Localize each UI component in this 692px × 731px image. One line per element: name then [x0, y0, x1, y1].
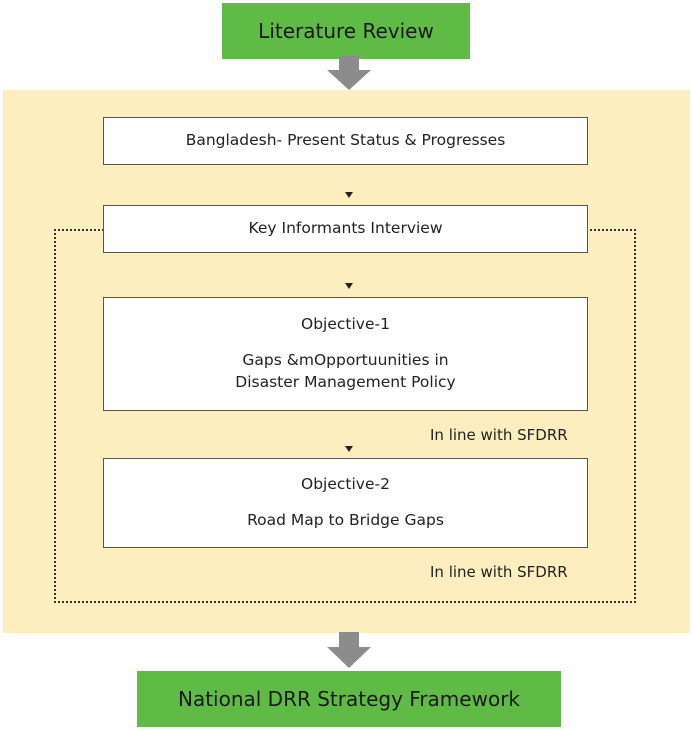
step-key-informants-label: Key Informants Interview: [248, 219, 443, 238]
arrowhead-2: [345, 283, 353, 289]
national-framework-box: National DRR Strategy Framework: [137, 671, 561, 727]
objective-2-line1: Road Map to Bridge Gaps: [247, 511, 444, 529]
national-framework-label: National DRR Strategy Framework: [177, 687, 520, 711]
arrowhead-1: [345, 192, 353, 198]
objective-1-box: Objective-1 Gaps &mOpportuunities in Dis…: [103, 297, 588, 411]
objective-2-title: Objective-2: [301, 475, 390, 494]
literature-review-box: Literature Review: [222, 3, 470, 59]
arrow-down-top: [327, 56, 371, 90]
note-sfdrr-2: In line with SFDRR: [430, 563, 568, 581]
objective-2-box: Objective-2 Road Map to Bridge Gaps: [103, 458, 588, 548]
step-present-status: Bangladesh- Present Status & Progresses: [103, 117, 588, 165]
step-present-status-label: Bangladesh- Present Status & Progresses: [185, 131, 506, 150]
objective-1-line2: Disaster Management Policy: [235, 372, 456, 391]
note-sfdrr-1: In line with SFDRR: [430, 426, 568, 444]
objective-1-line1: Gaps &mOpportuunities in: [242, 351, 449, 370]
objective-1-title: Objective-1: [301, 315, 390, 334]
literature-review-label: Literature Review: [258, 19, 434, 43]
arrowhead-3: [345, 446, 353, 452]
step-key-informants: Key Informants Interview: [103, 205, 588, 253]
arrow-down-bottom: [327, 632, 371, 668]
